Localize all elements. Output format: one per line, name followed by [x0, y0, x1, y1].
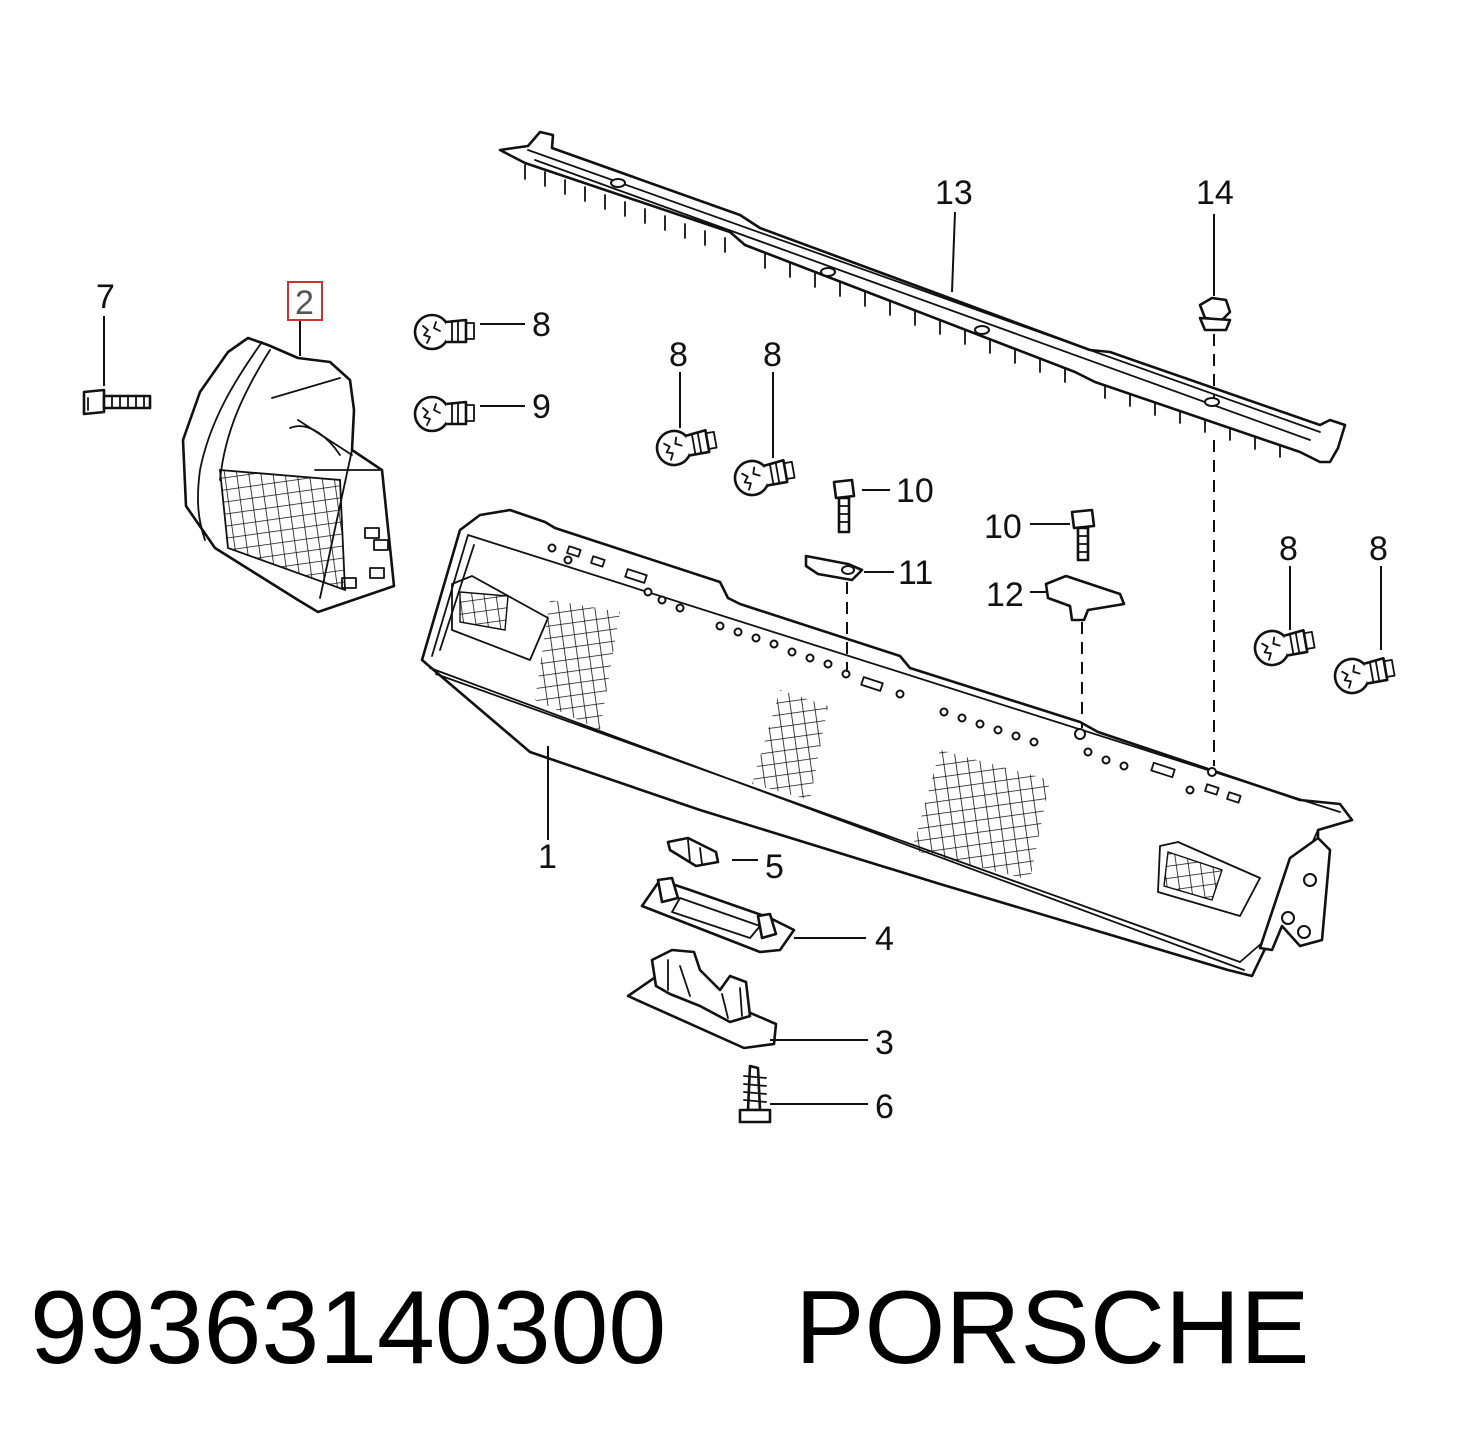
brand-name: PORSCHE [795, 1270, 1310, 1386]
callout-labels: 1 2 3 4 5 6 7 8 9 8 8 8 8 10 10 11 12 13… [96, 174, 1388, 1126]
festoon-bulb [666, 836, 720, 868]
callout-10-right: 10 [984, 508, 1022, 546]
callout-8-right-a: 8 [1279, 530, 1298, 568]
bulb-8-right-b [1331, 650, 1398, 697]
callout-13: 13 [935, 174, 973, 212]
screw [82, 388, 152, 416]
bulb-8-right-a [1251, 622, 1318, 669]
callout-4: 4 [875, 920, 894, 958]
corner-lamp [181, 336, 396, 614]
clip-nut [1198, 296, 1232, 332]
trim-strip [498, 130, 1347, 464]
callout-3: 3 [875, 1024, 894, 1062]
callout-9: 9 [532, 388, 551, 426]
callout-8-right-b: 8 [1369, 530, 1388, 568]
callout-8-top-left: 8 [532, 306, 551, 344]
bulb-9 [413, 395, 476, 433]
callout-2: 2 [295, 284, 314, 322]
wood-screw [738, 1064, 772, 1124]
callout-8-center-b: 8 [763, 336, 782, 374]
callout-10-left: 10 [896, 472, 934, 510]
nut-11 [804, 554, 864, 582]
lamp-housing [626, 948, 778, 1050]
dashed-guides [846, 334, 1215, 766]
callout-1: 1 [538, 838, 557, 876]
footer-caption: 99363140300 PORSCHE [30, 1268, 1430, 1388]
screw-10-left [832, 478, 856, 534]
callout-14: 14 [1196, 174, 1234, 212]
bulb-8-center-a [653, 422, 720, 469]
screw-10-right [1070, 508, 1096, 562]
callout-8-center-a: 8 [669, 336, 688, 374]
highlight-box [287, 281, 323, 321]
rear-panel [420, 508, 1354, 978]
callout-12: 12 [986, 576, 1024, 614]
callout-5: 5 [765, 848, 784, 886]
part-number: 99363140300 [30, 1270, 667, 1386]
callout-6: 6 [875, 1088, 894, 1126]
callout-7: 7 [96, 278, 115, 316]
bulb-8-left [413, 313, 476, 351]
leader-lines [103, 211, 1382, 1105]
nut-12 [1044, 574, 1126, 622]
gasket [640, 876, 796, 954]
bulb-8-center-b [731, 452, 798, 499]
callout-11: 11 [898, 554, 933, 592]
